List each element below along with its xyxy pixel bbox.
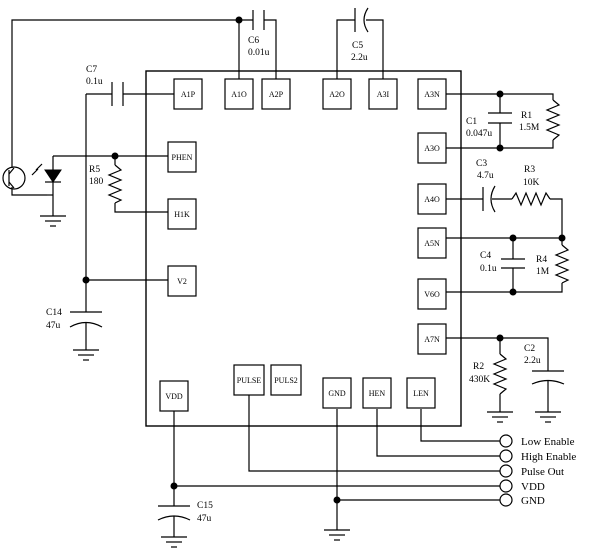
c6-value-label: 0.01u — [248, 48, 270, 58]
chip-pin-puls2: PULS2 — [270, 364, 302, 396]
chip-pin-a5n: A5N — [417, 227, 447, 259]
connector-terminals — [499, 434, 513, 507]
chip-pin-a1p: A1P — [173, 78, 203, 110]
svg-text:PHEN: PHEN — [172, 153, 193, 162]
c15-value-label: 47u — [197, 514, 212, 524]
svg-text:A2O: A2O — [329, 90, 345, 99]
chip-pin-a1o: A1O — [224, 78, 254, 110]
ground-icon — [487, 411, 513, 423]
r4-name-label: R4 — [536, 255, 547, 265]
resistor-r1 — [545, 99, 561, 141]
c1-value-label: 0.047u — [466, 129, 492, 139]
chip-pin-a3o: A3O — [417, 132, 447, 164]
capacitor-c5 — [354, 7, 369, 33]
svg-text:LEN: LEN — [413, 389, 429, 398]
c4-value-label: 0.1u — [480, 264, 497, 274]
svg-text:V2: V2 — [177, 277, 187, 286]
svg-text:V6O: V6O — [424, 290, 440, 299]
connector-vdd-label: VDD — [521, 481, 545, 493]
c5-value-label: 2.2u — [351, 53, 368, 63]
chip-body — [145, 70, 462, 427]
chip-pin-phen: PHEN — [167, 141, 197, 173]
svg-text:A3O: A3O — [424, 144, 440, 153]
r1-value-label: 1.5M — [519, 123, 540, 133]
c14-value-label: 47u — [46, 321, 61, 331]
c6-name-label: C6 — [248, 36, 259, 46]
r4-value-label: 1M — [536, 267, 550, 277]
chip-pin-h1k: H1K — [167, 198, 197, 230]
capacitor-c4 — [501, 258, 525, 269]
svg-text:GND: GND — [328, 389, 346, 398]
connector-low-enable-label: Low Enable — [521, 436, 575, 448]
chip-pin-hen: HEN — [362, 377, 392, 409]
ground-icon — [161, 536, 187, 548]
chip-pin-pulse: PULSE — [233, 364, 265, 396]
resistor-r3 — [511, 191, 551, 207]
chip-pin-a3i: A3I — [368, 78, 398, 110]
svg-text:PULSE: PULSE — [237, 376, 262, 385]
svg-text:VDD: VDD — [165, 392, 183, 401]
chip-pin-a2o: A2O — [322, 78, 352, 110]
c15-name-label: C15 — [197, 501, 213, 511]
resistor-r4 — [554, 244, 570, 284]
capacitor-c2 — [531, 370, 565, 385]
c7-name-label: C7 — [86, 65, 97, 75]
chip-pin-v6o: V6O — [417, 278, 447, 310]
chip-pin-gnd: GND — [322, 377, 352, 409]
junction-dots — [82, 16, 566, 504]
svg-text:A3I: A3I — [377, 90, 390, 99]
ground-icon — [73, 349, 99, 361]
c7-value-label: 0.1u — [86, 77, 103, 87]
capacitor-c6 — [252, 10, 265, 30]
capacitor-c14 — [69, 311, 103, 350]
connector-high-enable-label: High Enable — [521, 451, 576, 463]
svg-text:A7N: A7N — [424, 335, 440, 344]
chip-pin-a7n: A7N — [417, 323, 447, 355]
c2-name-label: C2 — [524, 344, 535, 354]
r1-name-label: R1 — [521, 111, 532, 121]
capacitor-c15 — [157, 505, 191, 521]
c4-name-label: C4 — [480, 251, 491, 261]
chip-pin-a3n: A3N — [417, 78, 447, 110]
chip-pin-v2: V2 — [167, 265, 197, 297]
svg-text:A1O: A1O — [231, 90, 247, 99]
r3-value-label: 10K — [523, 178, 540, 188]
ground-icon — [324, 529, 350, 541]
resistor-r5 — [107, 164, 123, 204]
r5-name-label: R5 — [89, 165, 100, 175]
svg-text:PULS2: PULS2 — [274, 376, 298, 385]
chip-pin-len: LEN — [406, 377, 436, 409]
c3-value-label: 4.7u — [477, 171, 494, 181]
c5-name-label: C5 — [352, 41, 363, 51]
ground-icon — [535, 411, 561, 423]
c1-name-label: C1 — [466, 117, 477, 127]
chip-pin-a2p: A2P — [261, 78, 291, 110]
r2-name-label: R2 — [473, 362, 484, 372]
capacitor-c3 — [482, 185, 496, 213]
connector-gnd-label: GND — [521, 495, 545, 507]
chip-pin-a4o: A4O — [417, 183, 447, 215]
svg-text:A4O: A4O — [424, 195, 440, 204]
c3-name-label: C3 — [476, 159, 487, 169]
svg-text:A1P: A1P — [181, 90, 196, 99]
phototransistor-icon — [2, 166, 26, 190]
ground-icon — [40, 215, 66, 227]
r5-value-label: 180 — [89, 177, 104, 187]
connector-pulse-out-label: Pulse Out — [521, 466, 564, 478]
chip-pin-vdd: VDD — [159, 380, 189, 412]
c2-value-label: 2.2u — [524, 356, 541, 366]
capacitor-c1 — [488, 112, 512, 124]
ir-led-icon — [31, 163, 62, 183]
r2-value-label: 430K — [469, 375, 490, 385]
r3-name-label: R3 — [524, 165, 535, 175]
c14-name-label: C14 — [46, 308, 62, 318]
svg-text:HEN: HEN — [369, 389, 386, 398]
svg-text:A3N: A3N — [424, 90, 440, 99]
svg-text:A5N: A5N — [424, 239, 440, 248]
resistor-r2 — [492, 353, 508, 395]
svg-text:A2P: A2P — [269, 90, 284, 99]
capacitor-c7 — [111, 82, 124, 106]
svg-text:H1K: H1K — [174, 210, 190, 219]
